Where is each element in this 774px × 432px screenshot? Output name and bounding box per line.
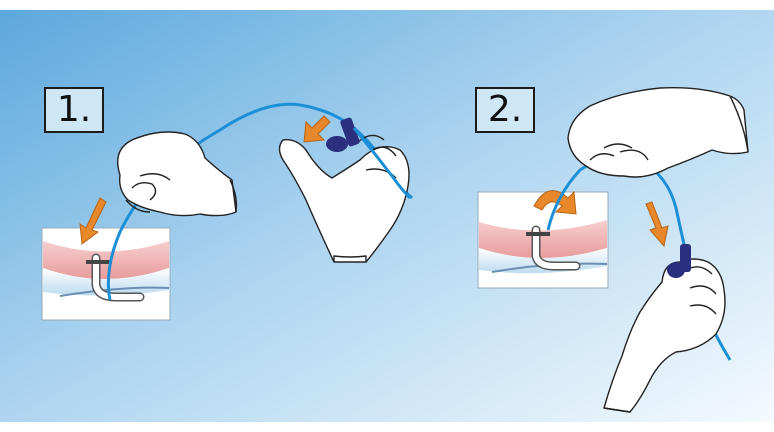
gloved-hand-icon-2a <box>568 88 748 177</box>
gloved-hand-icon-1b <box>280 135 410 262</box>
down-arrow-icon-2 <box>304 116 330 142</box>
gloved-hand-icon-1a <box>118 132 237 216</box>
gloved-hand-icon-2b <box>604 259 725 412</box>
down-arrow-icon-3 <box>646 202 668 246</box>
cannula-cross-section-icon-1 <box>42 228 170 320</box>
